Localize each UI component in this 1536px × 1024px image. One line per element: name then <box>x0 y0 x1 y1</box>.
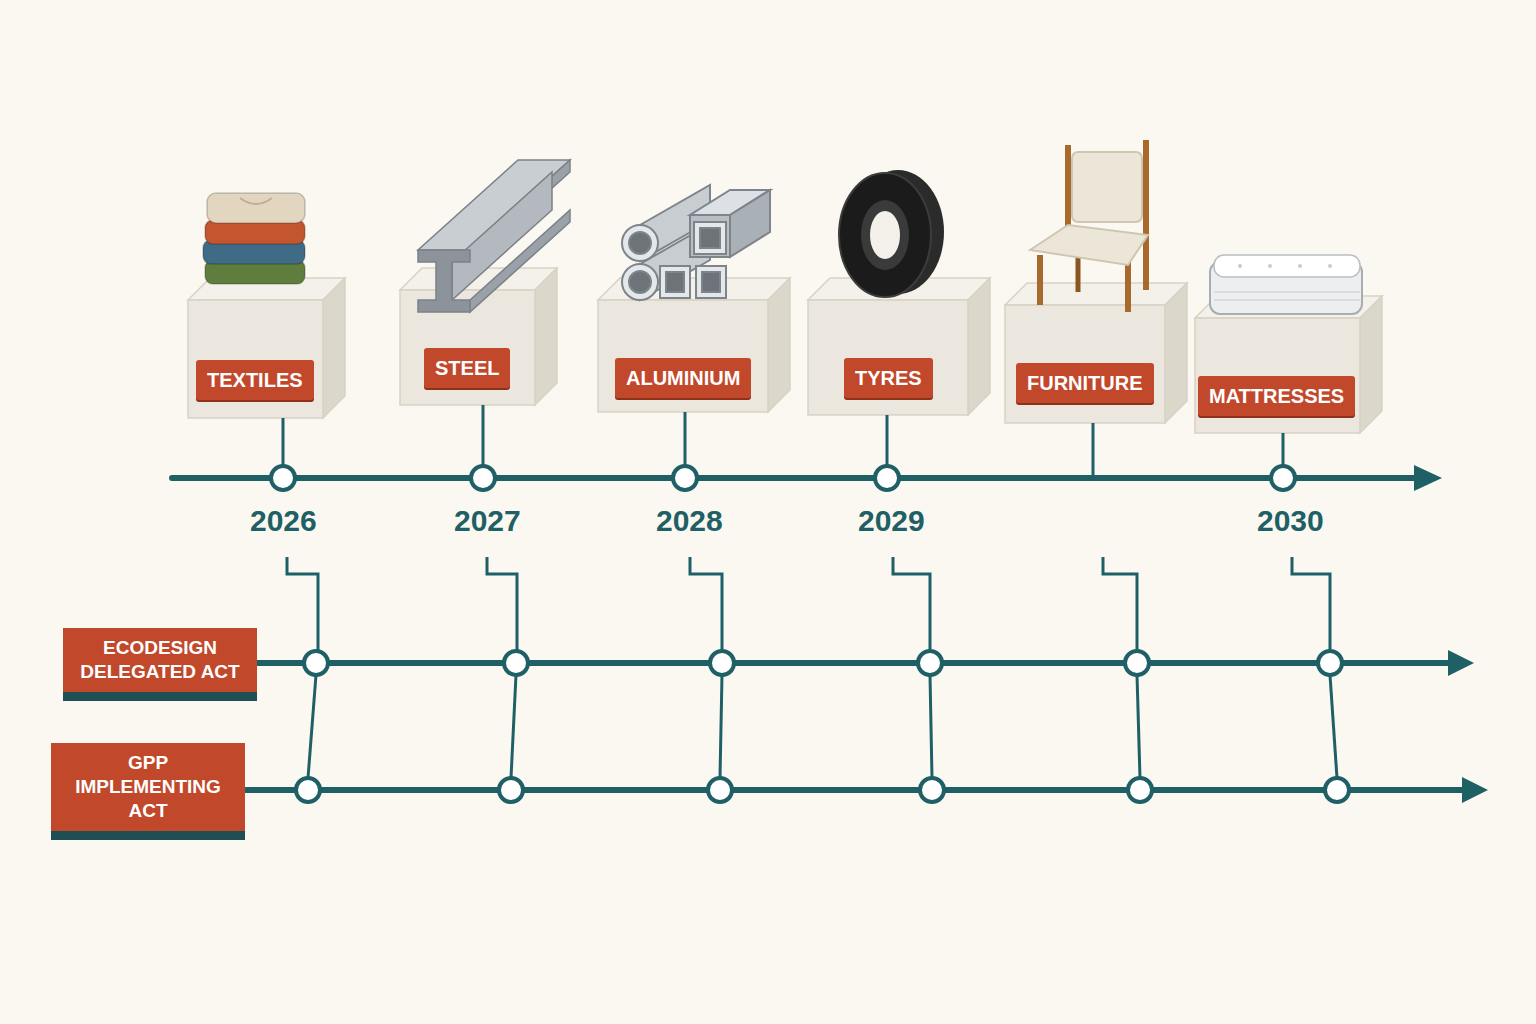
tyre-icon <box>839 170 944 297</box>
product-label: FURNITURE <box>1016 363 1154 403</box>
step-connectors <box>287 557 1337 778</box>
mattress-icon <box>1210 255 1362 314</box>
aluminium-tubes-icon <box>622 185 770 300</box>
product-label: TEXTILES <box>196 360 314 400</box>
label-text: STEEL <box>435 356 499 380</box>
product-label: TYRES <box>844 358 933 398</box>
steel-beam-icon <box>418 160 570 312</box>
label-text: MATTRESSES <box>1209 384 1344 408</box>
label-text: GPP IMPLEMENTING ACT <box>63 751 233 823</box>
product-leaders <box>283 405 1283 476</box>
act-label: GPP IMPLEMENTING ACT <box>51 743 245 831</box>
year-label: 2027 <box>454 504 521 538</box>
label-text: TYRES <box>855 366 922 390</box>
chair-icon <box>1030 140 1148 312</box>
act-rows <box>244 650 1488 803</box>
label-text: TEXTILES <box>207 368 303 392</box>
textiles-icon <box>203 193 305 284</box>
label-text: FURNITURE <box>1027 371 1143 395</box>
year-label: 2028 <box>656 504 723 538</box>
label-text: ALUMINIUM <box>626 366 740 390</box>
label-text: ECODESIGN DELEGATED ACT <box>75 636 245 684</box>
act-label: ECODESIGN DELEGATED ACT <box>63 628 257 692</box>
main-timeline <box>172 465 1442 491</box>
year-label: 2029 <box>858 504 925 538</box>
year-label: 2026 <box>250 504 317 538</box>
product-label: STEEL <box>424 348 510 388</box>
year-label: 2030 <box>1257 504 1324 538</box>
pedestals <box>188 268 1382 433</box>
product-label: ALUMINIUM <box>615 358 751 398</box>
product-label: MATTRESSES <box>1198 376 1355 416</box>
